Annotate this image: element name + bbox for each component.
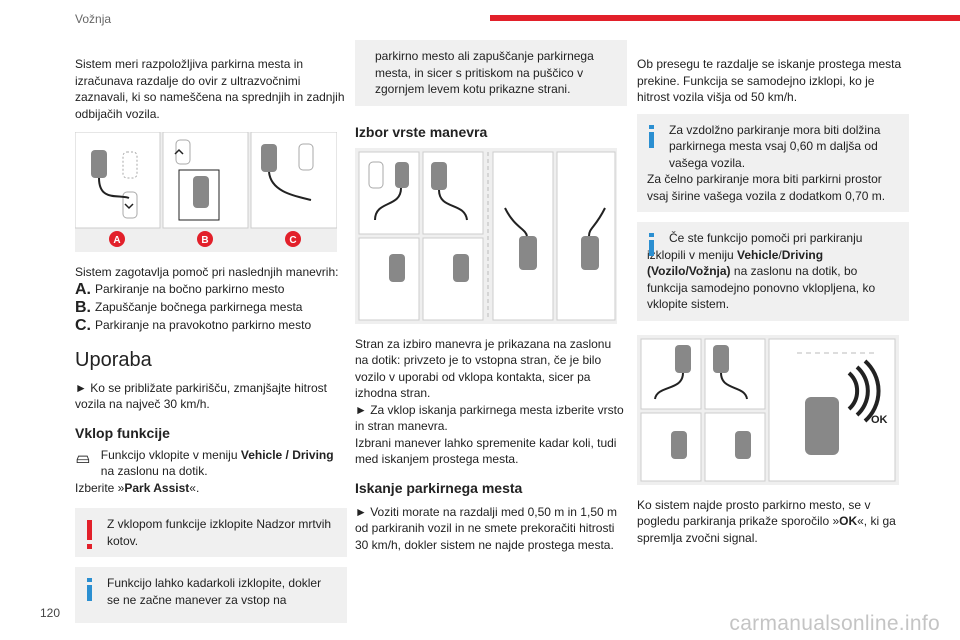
figure-maneuver-types: A B C	[74, 131, 338, 252]
spot-found-text: Ko sistem najde prosto parkirno mesto, s…	[637, 497, 896, 545]
info-note-start: Funkcijo lahko kadarkoli izklopite, dokl…	[75, 567, 347, 623]
car-icon	[76, 455, 90, 463]
info-icon	[649, 233, 654, 256]
usage-heading: Uporaba	[75, 348, 152, 371]
warning-note: Z vklopom funkcije izklopite Nadzor mrtv…	[75, 508, 347, 557]
maneuver-item-a: A.Parkiranje na bočno parkirno mesto	[75, 280, 285, 298]
maneuver-types-illustration: A B C	[74, 131, 338, 247]
activation-instruction: Funkcijo vklopite v meniju Vehicle / Dri…	[75, 447, 347, 480]
parking-search-heading: Iskanje parkirnega mesta	[355, 479, 523, 496]
maneuver-item-b: B.Zapuščanje bočnega parkirnega mesta	[75, 298, 303, 316]
column-3: Ob presegu te razdalje se iskanje proste…	[637, 40, 909, 546]
column-2: parkirno mesto ali zapuščanje parkirnega…	[355, 40, 627, 553]
column-1: Sistem meri razpoložljiva parkirna mesta…	[74, 40, 347, 623]
figure-spot-found: OK	[637, 334, 899, 485]
watermark: carmanualsonline.info	[729, 612, 940, 635]
info-icon	[649, 124, 654, 148]
activate-search-text: ► Za vklop iskanja parkirnega mesta izbe…	[355, 402, 624, 434]
section-header: Vožnja	[75, 12, 112, 26]
intro-paragraph: Sistem meri razpoložljiva parkirna mesta…	[75, 57, 345, 121]
info-note-reactivation: Če ste funkcijo pomoči pri parkiranju iz…	[637, 222, 909, 321]
usage-text: ► Ko se približate parkirišču, zmanjšajt…	[75, 380, 327, 412]
parking-search-text: ► Voziti morate na razdalji med 0,50 m i…	[355, 504, 617, 552]
figure-label-a: A	[113, 235, 120, 246]
maneuvers-intro: Sistem zagotavlja pomoč pri naslednjih m…	[75, 265, 339, 279]
spot-found-illustration: OK	[640, 338, 896, 481]
ok-badge: OK	[871, 414, 888, 426]
figure-label-b: B	[201, 235, 208, 246]
distance-exceeded-text: Ob presegu te razdalje se iskanje proste…	[637, 57, 902, 104]
maneuver-item-c: C.Parkiranje na pravokotno parkirno mest…	[75, 316, 312, 334]
select-park-assist: Izberite »Park Assist«.	[75, 480, 200, 495]
side-selection-text: Stran za izbiro manevra je prikazana na …	[355, 336, 612, 401]
maneuver-selection-heading: Izbor vrste manevra	[355, 123, 488, 140]
figure-maneuver-selection	[355, 147, 617, 324]
info-note-continued: parkirno mesto ali zapuščanje parkirnega…	[355, 40, 627, 106]
warning-icon	[87, 520, 92, 549]
header-accent-bar	[490, 15, 960, 21]
info-note-dimensions: Za vzdolžno parkiranje mora biti dolžina…	[637, 113, 909, 212]
figure-label-c: C	[289, 235, 296, 246]
maneuver-selection-illustration	[358, 151, 616, 320]
activation-heading: Vklop funkcije	[75, 424, 170, 441]
info-icon	[87, 578, 92, 601]
page-number: 120	[40, 606, 61, 620]
change-maneuver-text: Izbrani manever lahko spremenite kadar k…	[355, 435, 617, 467]
